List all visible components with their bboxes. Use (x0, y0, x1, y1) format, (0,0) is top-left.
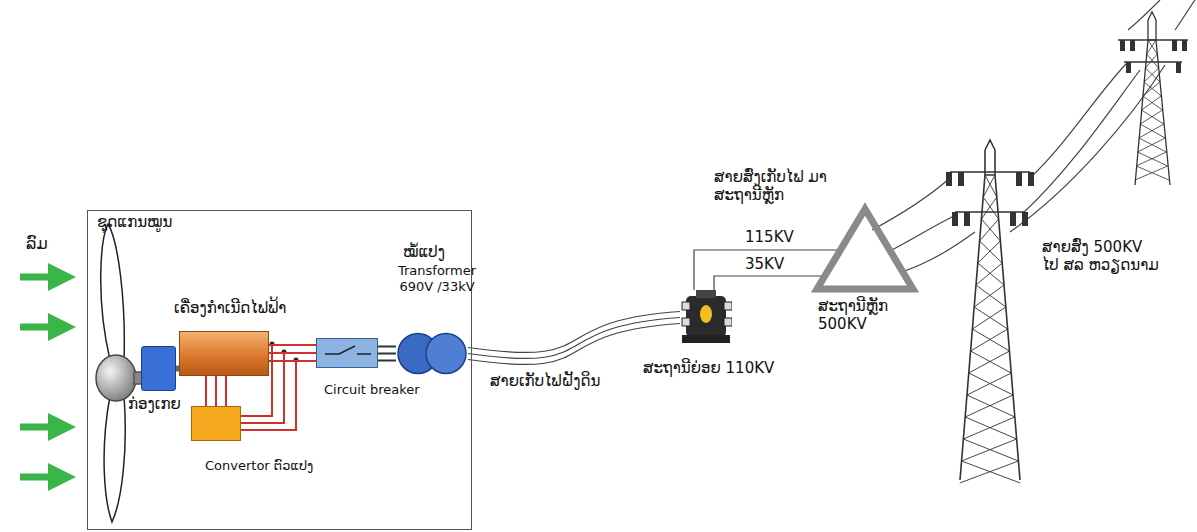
converter-box: Convertor ຕົວແປງ (191, 406, 241, 441)
wire (468, 324, 680, 365)
connector (206, 376, 226, 406)
text-label: Convertor ຕົວແປງ (205, 458, 313, 474)
icon-fin (724, 302, 732, 310)
wire (225, 376, 227, 406)
switch-symbol (317, 339, 379, 369)
pylon-near (946, 140, 1034, 483)
text-label: ສາຍສົ່ງ 500KV ໄປ ສລ ຫວຽດນາມ (1042, 238, 1162, 274)
connector (468, 312, 680, 365)
text-label: 35KV (745, 255, 784, 273)
circuit-breaker: Circuit breaker (316, 338, 378, 368)
switch-contact (325, 346, 371, 354)
wind-arrows (20, 277, 62, 477)
text-label: ສາຍສົ່ງເກັບໄຟ ມາສະຖານີຫຼັກ (714, 168, 842, 204)
icon-fin (682, 302, 690, 310)
text-label: ລົມ (26, 234, 48, 253)
triangle (817, 209, 913, 289)
transformer-symbol: ໝໍ້ແປງTransformer 690V /33kV (396, 331, 468, 376)
text-label: ເຄື່ອງກຳເນີດໄຟຟ້າ (174, 299, 286, 317)
text-label: Transformer 690V /33kV (391, 263, 483, 294)
text-label: 115KV (745, 228, 794, 246)
turbine-housing: ຊຸດແກນໝູນກ່ອງເກຍເຄື່ອງກຳເນີດໄຟຟ້າConvert… (87, 210, 472, 530)
icon-core (700, 305, 712, 323)
text-label: ຊຸດແກນໝູນ (97, 213, 172, 231)
substation-symbol: ສະຖານີຍ່ອຍ 110KV (680, 290, 732, 345)
wire (378, 360, 396, 362)
rotor-blades (96, 224, 142, 522)
text-label: ສະຖານີຫຼັກ 500KV (818, 297, 914, 333)
connector (714, 276, 826, 290)
transformer-coils (396, 331, 468, 376)
text-label: ໝໍ້ແປງ (403, 243, 445, 261)
wire (378, 346, 396, 348)
wire (205, 376, 207, 406)
text-label: ກ່ອງເກຍ (128, 395, 181, 413)
wire (714, 276, 826, 290)
text-label: ສະຖານີຍ່ອຍ 110KV (643, 359, 774, 377)
icon-base (682, 335, 730, 343)
icon-fin (682, 318, 690, 326)
icon-fin (724, 318, 732, 326)
wire (215, 376, 217, 406)
text-label: Circuit breaker (324, 382, 420, 398)
gearbox-box: ກ່ອງເກຍ (141, 346, 176, 391)
generator-box: ເຄື່ອງກຳເນີດໄຟຟ້າ (179, 331, 269, 376)
transmission-lines (872, 0, 1195, 272)
icon-body (686, 296, 726, 337)
triangle-outline (813, 205, 917, 293)
connector (378, 347, 396, 361)
icon-top (696, 290, 716, 298)
text-label: ສາຍເກັບໄຟຝັງດິນ (490, 372, 600, 390)
wire (378, 353, 396, 355)
coil (426, 334, 466, 374)
main-substation: ສະຖານີຫຼັກ 500KV (813, 205, 917, 293)
pylon-far (1118, 12, 1188, 185)
substation-icon (680, 290, 732, 345)
